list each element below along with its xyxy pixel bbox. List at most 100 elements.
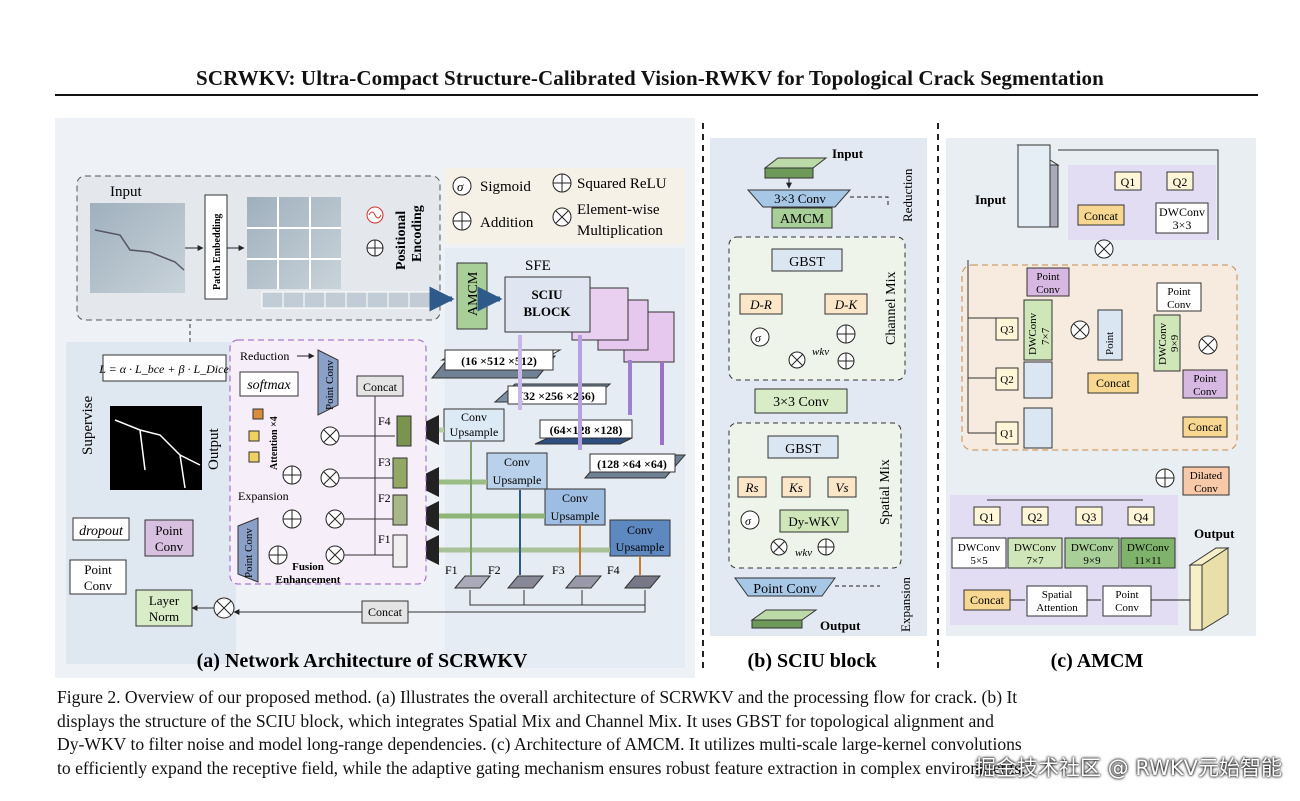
panel-b: Input 3×3 Conv AMCM Reduction GBST D-R D… xyxy=(710,138,927,672)
feature-f1: F1 xyxy=(378,532,391,546)
svg-text:Layer: Layer xyxy=(149,593,180,608)
dim-1: (16 ×512 ×512) xyxy=(461,354,537,368)
svg-text:Point Conv: Point Conv xyxy=(753,582,816,597)
svg-text:Conv: Conv xyxy=(84,578,113,593)
svg-text:DWConv: DWConv xyxy=(1014,542,1057,554)
svg-text:Norm: Norm xyxy=(149,609,179,624)
svg-text:3×3 Conv: 3×3 Conv xyxy=(773,395,829,410)
q1-mid: Q1 xyxy=(1000,428,1013,440)
svg-text:Q1: Q1 xyxy=(980,510,995,524)
svg-text:Q4: Q4 xyxy=(1134,510,1149,524)
dwconv99-mid xyxy=(1153,314,1181,372)
title-rule xyxy=(55,94,1258,96)
svg-text:Dilated: Dilated xyxy=(1190,470,1223,482)
svg-text:Point: Point xyxy=(1167,286,1190,298)
input-label: Input xyxy=(110,184,142,200)
svg-text:Concat: Concat xyxy=(1188,420,1223,434)
caption-line-1: Figure 2. Overview of our proposed metho… xyxy=(57,687,1018,707)
dwconv-11x11 xyxy=(1120,537,1176,569)
dr-box xyxy=(739,293,783,315)
legend-elementwise-2: Multiplication xyxy=(577,223,663,239)
crack-line xyxy=(94,229,185,271)
svg-text:AMCM: AMCM xyxy=(780,212,825,227)
svg-text:Q2: Q2 xyxy=(1028,510,1043,524)
svg-text:σ: σ xyxy=(745,514,752,528)
patch-embedding-box xyxy=(204,194,228,300)
output-mask xyxy=(110,406,202,490)
amcm-output-cube xyxy=(1189,564,1203,631)
conv3-mid xyxy=(754,388,848,414)
dim-4: (128 ×64 ×64) xyxy=(597,457,667,471)
channel-mix-label: Channel Mix xyxy=(884,272,899,346)
dwconv-7x7 xyxy=(1007,537,1063,569)
svg-text:11×11: 11×11 xyxy=(1134,555,1161,567)
sciu-amcm-box xyxy=(771,207,833,229)
point-conv-c5 xyxy=(1102,585,1152,617)
svg-text:7×7: 7×7 xyxy=(1026,555,1044,567)
svg-text:5×5: 5×5 xyxy=(970,555,988,567)
svg-text:GBST: GBST xyxy=(789,255,825,270)
q1-top: Q1 xyxy=(1121,175,1136,189)
supervise-label: Supervise xyxy=(80,396,96,456)
svg-text:Concat: Concat xyxy=(368,605,403,619)
conv-upsample-4: Conv Upsample xyxy=(609,519,671,557)
feature-f2: F2 xyxy=(378,491,391,505)
ks-label: Ks xyxy=(788,480,803,495)
svg-text:Dy-WKV: Dy-WKV xyxy=(788,514,840,529)
sciu-block xyxy=(504,276,591,333)
dwconv3-box xyxy=(1155,202,1209,234)
loss-box xyxy=(102,354,227,382)
svg-text:Fusion: Fusion xyxy=(292,561,324,573)
bottom-f3: F3 xyxy=(552,563,565,577)
conv-upsample-1: Conv Upsample xyxy=(443,408,505,442)
svg-text:Conv: Conv xyxy=(504,455,530,469)
bottom-f4: F4 xyxy=(607,563,620,577)
q2-mid: Q2 xyxy=(1000,374,1013,386)
point-conv-c2 xyxy=(1097,309,1123,361)
dk-box xyxy=(824,293,868,315)
legend-squared-relu: Squared ReLU xyxy=(577,176,667,192)
svg-text:DWConv: DWConv xyxy=(958,542,1001,554)
svg-text:Point: Point xyxy=(1193,373,1216,385)
svg-text:Point: Point xyxy=(84,562,112,577)
svg-text:σ: σ xyxy=(457,179,464,194)
point-conv-reduction xyxy=(317,349,339,416)
svg-text:Conv: Conv xyxy=(1194,483,1218,495)
sciu-output-label: Output xyxy=(820,618,861,633)
svg-text:Enhancement: Enhancement xyxy=(276,574,341,586)
caption-line-4: to efficiently expand the receptive fiel… xyxy=(57,757,1026,778)
paper-title: SCRWKV: Ultra-Compact Structure-Calibrat… xyxy=(196,66,1104,90)
svg-text:Point Conv: Point Conv xyxy=(324,360,336,410)
point-conv-left xyxy=(69,559,127,595)
svg-text:DWConv: DWConv xyxy=(1159,205,1205,219)
fusion-region xyxy=(229,339,427,585)
svg-text:Point Conv: Point Conv xyxy=(243,528,255,578)
svg-text:Conv: Conv xyxy=(562,491,588,505)
svg-text:Point: Point xyxy=(1036,271,1059,283)
spatial-mix-label: Spatial Mix xyxy=(878,459,893,525)
panel-a: Input Patch Embedding Positional Encodin… xyxy=(55,118,695,678)
positional-encoding-line-2: Encoding xyxy=(410,205,425,262)
svg-text:Conv: Conv xyxy=(1167,299,1191,311)
amcm-input-cube xyxy=(1017,144,1051,228)
svg-text:Concat: Concat xyxy=(1096,376,1131,390)
legend-elementwise-1: Element-wise xyxy=(577,202,660,218)
sigmoid-icon xyxy=(452,176,472,196)
dy-wkv-box xyxy=(779,509,849,533)
feature-f3: F3 xyxy=(378,455,391,469)
bottom-f1: F1 xyxy=(445,563,458,577)
svg-text:σ: σ xyxy=(755,331,762,345)
svg-text:Conv: Conv xyxy=(1115,602,1139,614)
amcm-output-label: Output xyxy=(1194,526,1235,541)
layer-norm-box xyxy=(135,589,193,627)
caption-line-3: Dy-WKV to filter noise and model long-ra… xyxy=(57,734,1022,755)
svg-text:Conv: Conv xyxy=(627,523,653,537)
vs-label: Vs xyxy=(836,480,849,495)
softmax-box xyxy=(239,371,299,397)
conv-upsample-3: Conv Upsample xyxy=(544,488,606,526)
spatial-attention-box xyxy=(1026,585,1088,617)
svg-text:GBST: GBST xyxy=(785,442,821,457)
wkv-top: wkv xyxy=(812,346,829,358)
svg-text:Concat: Concat xyxy=(1084,209,1119,223)
